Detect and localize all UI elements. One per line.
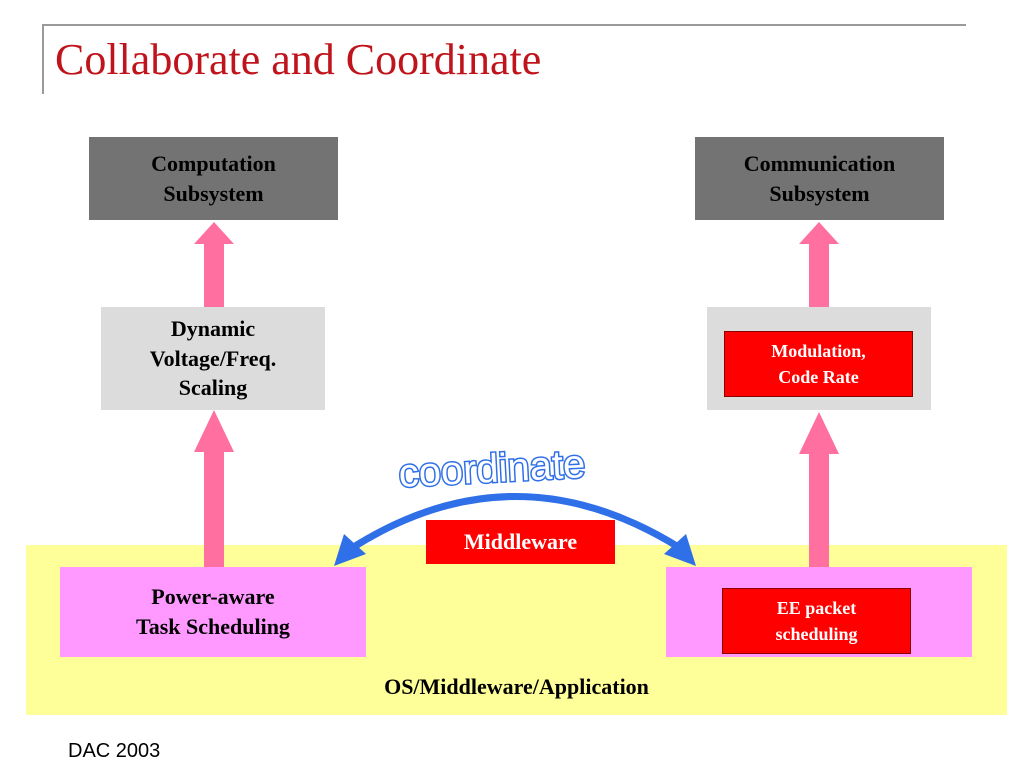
arrow-dvfs-to-computation (194, 222, 234, 308)
communication-line2: Subsystem (769, 180, 870, 206)
dvfs-line1: Dynamic (170, 315, 256, 341)
title-rule-vertical (42, 24, 44, 94)
computation-line2: Subsystem (163, 180, 264, 206)
coordinate-curve (350, 493, 682, 551)
computation-subsystem-box: Computation Subsystem (89, 137, 338, 220)
slide-title: Collaborate and Coordinate (55, 35, 542, 84)
modulation-line1: Modulation, (771, 340, 866, 361)
ee-packet-line1: EE packet (776, 597, 857, 618)
power-aware-task-scheduling-box: Power-aware Task Scheduling (60, 567, 366, 657)
coordinate-arrowhead-right (664, 534, 696, 566)
arrow-packet-to-modulation (799, 412, 839, 570)
dvfs-box: Dynamic Voltage/Freq. Scaling (101, 307, 325, 410)
computation-line1: Computation (151, 150, 276, 176)
arrow-modulation-to-communication (799, 222, 839, 308)
modulation-line2: Code Rate (778, 367, 859, 387)
dvfs-line3: Scaling (178, 375, 248, 401)
ee-packet-scheduling-box: EE packet scheduling (722, 588, 911, 654)
dvfs-line2: Voltage/Freq. (149, 345, 277, 371)
communication-line1: Communication (743, 150, 896, 176)
task-scheduling-line1: Power-aware (151, 584, 275, 610)
title-rule-horizontal (42, 24, 966, 26)
modulation-code-rate-box: Modulation, Code Rate (724, 331, 913, 397)
coordinate-arrowhead-left (334, 534, 366, 566)
middleware-badge: Middleware (426, 520, 615, 564)
footer-label: DAC 2003 (68, 740, 161, 762)
os-layer-label: OS/Middleware/Application (384, 674, 649, 699)
coordinate-label: coordinate (398, 442, 587, 496)
arrow-task-to-dvfs (194, 410, 234, 568)
communication-subsystem-box: Communication Subsystem (695, 137, 944, 220)
ee-packet-line2: scheduling (775, 624, 858, 644)
task-scheduling-line2: Task Scheduling (136, 614, 290, 639)
